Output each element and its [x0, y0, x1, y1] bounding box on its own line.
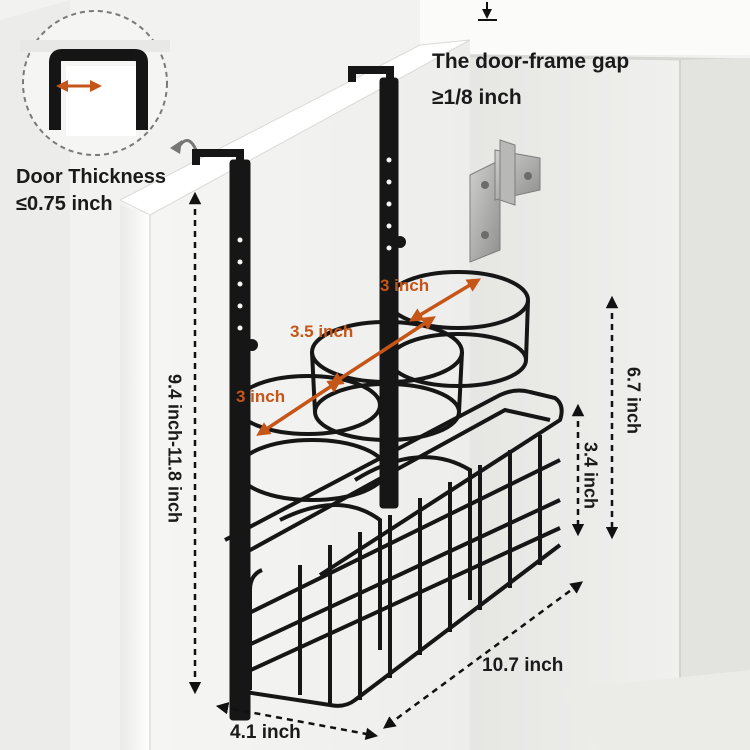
cabinet-top-frame [420, 0, 750, 55]
ring-top-label: 3 inch [380, 276, 430, 295]
hook-adjust-holes [237, 157, 392, 331]
background-door [0, 0, 70, 750]
basket-height-label: 3.4 inch [580, 441, 601, 510]
dimension-lines [188, 2, 619, 740]
basket-width-label: 4.1 inch [230, 722, 301, 743]
door-thickness-value-label: ≤0.75 inch [16, 193, 113, 215]
door-thickness-title-label: Door Thickness [16, 166, 167, 188]
height-range-label: 9.4 inch-11.8 inch [164, 373, 185, 524]
ring-middle-label: 3.5 inch [290, 322, 354, 341]
cabinet-shelf [560, 670, 750, 750]
door-hinge [469, 139, 541, 263]
ring-front-label: 3 inch [236, 387, 286, 406]
total-height-label: 6.7 inch [623, 366, 644, 435]
gap-value-label: ≥1/8 inch [432, 86, 522, 109]
cabinet-side-panel [680, 58, 750, 750]
door-front-edge [120, 205, 150, 750]
holder-rings [234, 270, 530, 502]
basket-length-label: 10.7 inch [482, 655, 564, 676]
gap-title-label: The door-frame gap [432, 50, 630, 73]
wire-basket [224, 388, 564, 708]
door-thickness-inset [20, 10, 170, 156]
